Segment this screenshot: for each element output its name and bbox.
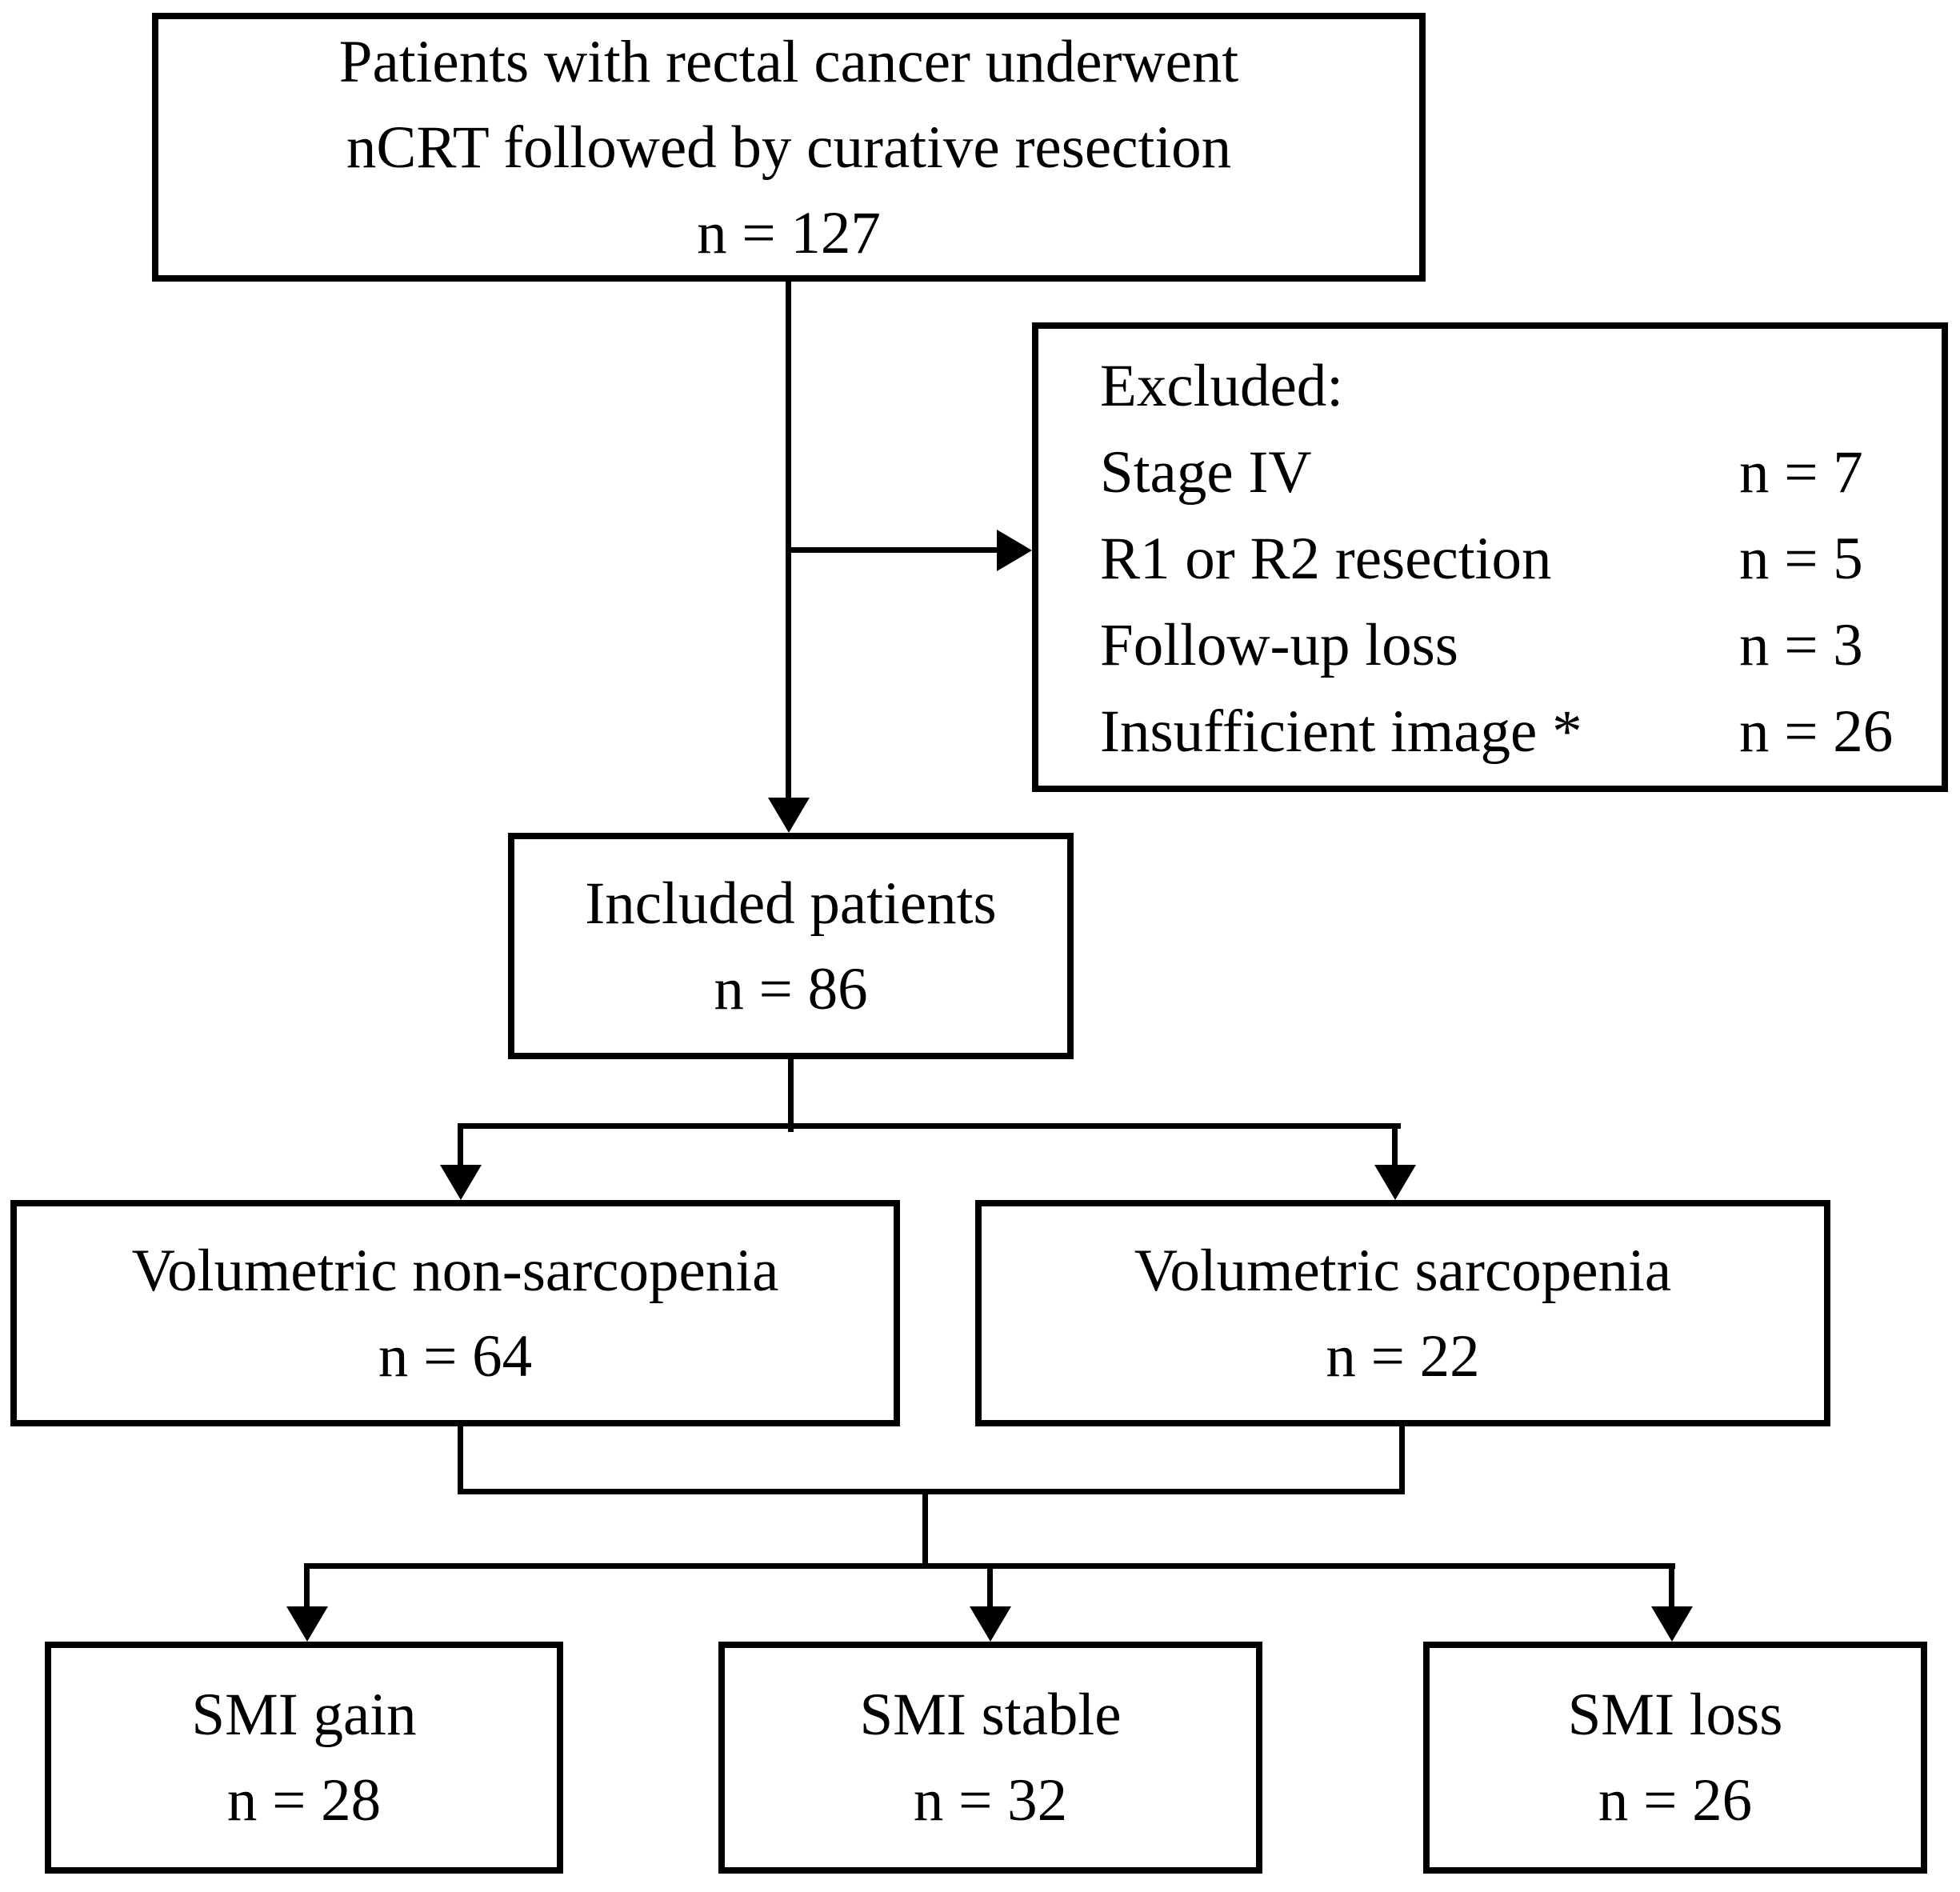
connector-split-to-non-sarcopenia: [458, 1123, 463, 1168]
arrow-right-icon: [997, 530, 1032, 571]
arrow-down-icon: [1651, 1606, 1693, 1642]
excluded-count: n = 7: [1739, 439, 1863, 506]
excluded-count: n = 26: [1739, 698, 1894, 765]
connector-split-to-sarcopenia: [1392, 1123, 1398, 1168]
excluded-row-insufficient-image: Insufficient image * n = 26: [1100, 689, 1942, 775]
arrow-down-icon: [440, 1165, 482, 1200]
smi-gain-box: SMI gain n = 28: [45, 1642, 563, 1874]
included-line1: Included patients: [585, 870, 997, 937]
enrollment-line2: nCRT followed by curative resection: [346, 114, 1232, 181]
connector-merge-to-split: [922, 1489, 928, 1569]
arrow-down-icon: [1374, 1165, 1416, 1200]
excluded-row-follow-up: Follow-up loss n = 3: [1100, 602, 1942, 689]
excluded-label: Stage IV: [1100, 439, 1312, 506]
excluded-count: n = 3: [1739, 612, 1863, 678]
smi-stable-box: SMI stable n = 32: [718, 1642, 1262, 1874]
non-sarcopenia-count: n = 64: [378, 1322, 533, 1390]
arrow-down-icon: [970, 1606, 1011, 1642]
connector-to-excluded: [786, 547, 1000, 553]
smi-stable-count: n = 32: [913, 1767, 1068, 1834]
excluded-label: Insufficient image *: [1100, 698, 1582, 765]
enrollment-box: Patients with rectal cancer underwent nC…: [152, 13, 1426, 282]
sarcopenia-box: Volumetric sarcopenia n = 22: [975, 1200, 1830, 1426]
excluded-box: Excluded: Stage IV n = 7 R1 or R2 resect…: [1032, 322, 1948, 792]
enrollment-line1: Patients with rectal cancer underwent: [338, 28, 1239, 95]
connector-non-sarcopenia-to-merge: [458, 1426, 463, 1494]
excluded-label: Follow-up loss: [1100, 612, 1458, 678]
connector-enrollment-to-included: [786, 282, 791, 798]
excluded-count: n = 5: [1739, 526, 1863, 592]
smi-gain-line1: SMI gain: [191, 1682, 417, 1748]
sarcopenia-line1: Volumetric sarcopenia: [1134, 1237, 1672, 1304]
connector-sarcopenia-to-merge: [1399, 1426, 1405, 1494]
excluded-title: Excluded:: [1100, 353, 1344, 419]
excluded-title-row: Excluded:: [1100, 343, 1942, 430]
sarcopenia-count: n = 22: [1326, 1322, 1480, 1390]
arrow-down-icon: [768, 798, 810, 833]
excluded-label: R1 or R2 resection: [1100, 526, 1552, 592]
connector-split-to-smi-loss: [1669, 1563, 1674, 1610]
arrow-down-icon: [286, 1606, 328, 1642]
connector-split-to-smi-gain: [304, 1563, 310, 1610]
connector-split-to-smi-stable: [987, 1563, 993, 1610]
enrollment-count: n = 127: [697, 199, 881, 266]
smi-stable-line1: SMI stable: [859, 1682, 1122, 1748]
non-sarcopenia-line1: Volumetric non-sarcopenia: [131, 1237, 779, 1304]
merge-line: [458, 1489, 1405, 1494]
non-sarcopenia-box: Volumetric non-sarcopenia n = 64: [10, 1200, 900, 1426]
smi-loss-box: SMI loss n = 26: [1423, 1642, 1927, 1874]
included-count: n = 86: [714, 955, 868, 1022]
smi-gain-count: n = 28: [226, 1767, 382, 1834]
connector-included-to-split: [788, 1059, 794, 1132]
included-box: Included patients n = 86: [508, 833, 1074, 1059]
excluded-row-stage-iv: Stage IV n = 7: [1100, 430, 1942, 516]
smi-loss-line1: SMI loss: [1567, 1682, 1783, 1748]
excluded-row-r1-r2: R1 or R2 resection n = 5: [1100, 516, 1942, 602]
smi-loss-count: n = 26: [1598, 1767, 1753, 1834]
split-line-sarcopenia: [458, 1123, 1401, 1129]
